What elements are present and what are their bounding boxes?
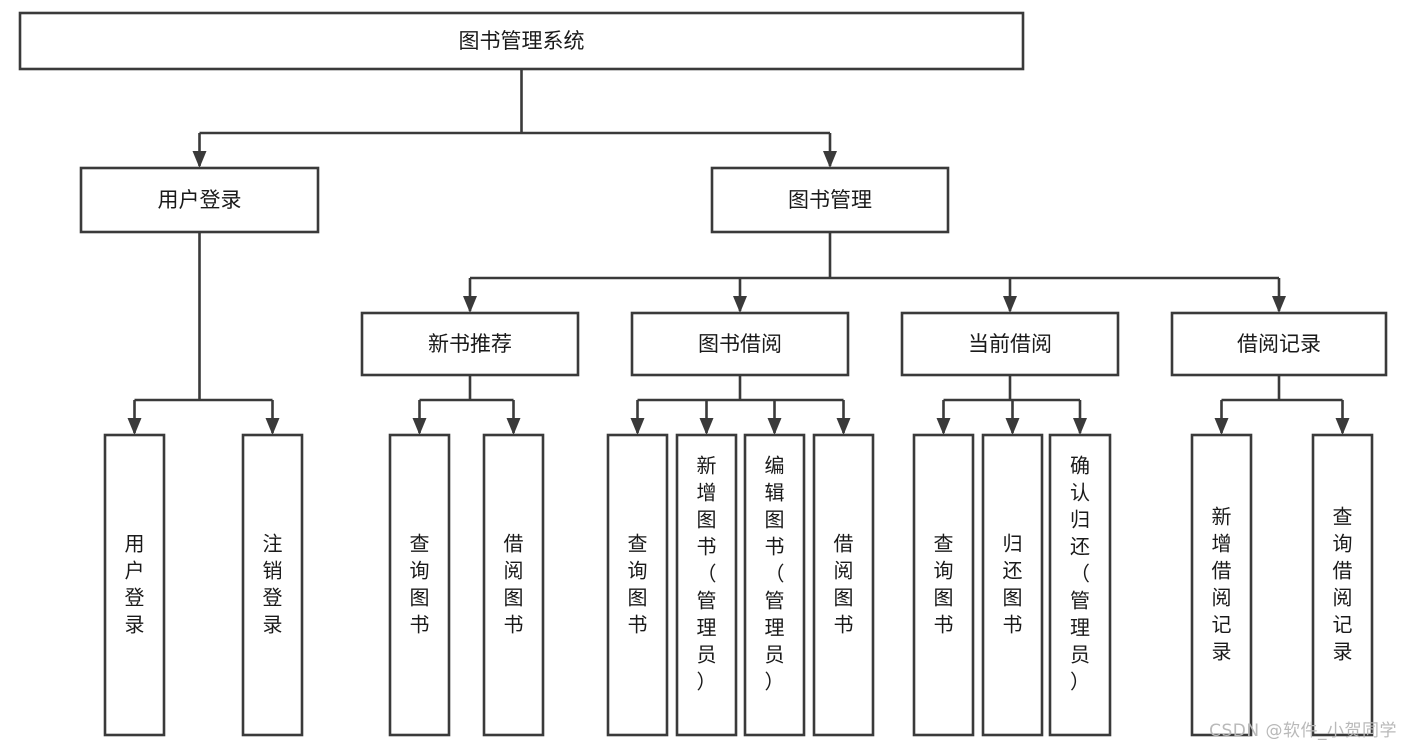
node-box xyxy=(812,433,875,737)
node-确认归还管理员[interactable]: 确认归还（管理员） xyxy=(1048,433,1112,737)
watermark-text: CSDN @软件_小贺同学 xyxy=(1209,721,1397,741)
node-label: 借阅图书 xyxy=(504,531,524,636)
node-box xyxy=(103,433,166,737)
node-label: 用户登录 xyxy=(125,531,145,636)
arrow-head-icon xyxy=(1005,418,1020,435)
node-label: 确认归还（管理员） xyxy=(1070,453,1090,693)
node-label: 归还图书 xyxy=(1003,531,1023,636)
arrow-head-icon xyxy=(1003,296,1017,313)
node-box xyxy=(241,433,304,737)
node-label: 新书推荐 xyxy=(428,332,512,356)
node-label: 查询图书 xyxy=(628,531,648,636)
arrow-head-icon xyxy=(1214,418,1229,435)
arrow-head-icon xyxy=(1335,418,1350,435)
arrow-head-icon xyxy=(836,418,851,435)
node-归还图书[interactable]: 归还图书 xyxy=(981,433,1044,737)
arrow-head-icon xyxy=(936,418,951,435)
node-查询图书[interactable]: 查询图书 xyxy=(388,433,451,737)
node-新书推荐[interactable]: 新书推荐 xyxy=(360,311,580,377)
node-label: 图书管理系统 xyxy=(459,29,585,53)
node-label: 查询借阅记录 xyxy=(1333,504,1353,663)
node-label: 借阅记录 xyxy=(1237,332,1321,356)
node-box xyxy=(1048,433,1112,737)
node-box xyxy=(482,433,545,737)
arrow-head-icon xyxy=(630,418,645,435)
node-查询借阅记录[interactable]: 查询借阅记录 xyxy=(1311,433,1374,737)
node-label: 查询图书 xyxy=(934,531,954,636)
node-图书管理系统[interactable]: 图书管理系统 xyxy=(18,11,1025,71)
arrow-head-icon xyxy=(127,418,142,435)
node-查询图书[interactable]: 查询图书 xyxy=(606,433,669,737)
node-box xyxy=(79,166,320,234)
node-图书管理[interactable]: 图书管理 xyxy=(710,166,950,234)
node-查询图书[interactable]: 查询图书 xyxy=(912,433,975,737)
node-box xyxy=(1190,433,1253,737)
node-box xyxy=(912,433,975,737)
arrow-head-icon xyxy=(733,296,747,313)
node-用户登录[interactable]: 用户登录 xyxy=(79,166,320,234)
node-用户登录[interactable]: 用户登录 xyxy=(103,433,166,737)
node-label: 当前借阅 xyxy=(968,332,1052,356)
arrow-head-icon xyxy=(463,296,477,313)
node-box xyxy=(360,311,580,377)
node-box xyxy=(710,166,950,234)
arrow-head-icon xyxy=(506,418,521,435)
node-图书借阅[interactable]: 图书借阅 xyxy=(630,311,850,377)
node-借阅记录[interactable]: 借阅记录 xyxy=(1170,311,1388,377)
node-box xyxy=(675,433,738,737)
node-label: 编辑图书（管理员） xyxy=(765,453,785,693)
node-借阅图书[interactable]: 借阅图书 xyxy=(812,433,875,737)
arrow-head-icon xyxy=(412,418,427,435)
arrow-head-icon xyxy=(1073,418,1087,435)
node-label: 新增借阅记录 xyxy=(1212,504,1232,663)
node-box xyxy=(388,433,451,737)
arrow-head-icon xyxy=(192,151,207,168)
node-注销登录[interactable]: 注销登录 xyxy=(241,433,304,737)
node-box xyxy=(606,433,669,737)
node-label: 新增图书（管理员） xyxy=(697,453,717,693)
node-box xyxy=(18,11,1025,71)
node-box xyxy=(743,433,806,737)
node-新增图书管理员[interactable]: 新增图书（管理员） xyxy=(675,433,738,737)
node-新增借阅记录[interactable]: 新增借阅记录 xyxy=(1190,433,1253,737)
arrow-head-icon xyxy=(265,418,280,435)
nodes-layer: 图书管理系统用户登录用户登录注销登录图书管理新书推荐查询图书借阅图书图书借阅查询… xyxy=(18,11,1388,737)
arrow-head-icon xyxy=(1272,296,1286,313)
node-box xyxy=(981,433,1044,737)
node-label: 图书管理 xyxy=(788,188,872,212)
arrow-head-icon xyxy=(699,418,714,435)
node-box xyxy=(1311,433,1374,737)
node-label: 查询图书 xyxy=(410,531,430,636)
node-label: 图书借阅 xyxy=(698,332,782,356)
node-box xyxy=(1170,311,1388,377)
node-label: 注销登录 xyxy=(263,531,283,636)
node-label: 用户登录 xyxy=(158,188,242,212)
node-label: 借阅图书 xyxy=(834,531,854,636)
node-借阅图书[interactable]: 借阅图书 xyxy=(482,433,545,737)
arrow-head-icon xyxy=(823,151,837,168)
node-当前借阅[interactable]: 当前借阅 xyxy=(900,311,1120,377)
arrow-head-icon xyxy=(767,418,782,435)
node-box xyxy=(900,311,1120,377)
node-编辑图书管理员[interactable]: 编辑图书（管理员） xyxy=(743,433,806,737)
node-box xyxy=(630,311,850,377)
connectors-layer xyxy=(127,69,1350,435)
